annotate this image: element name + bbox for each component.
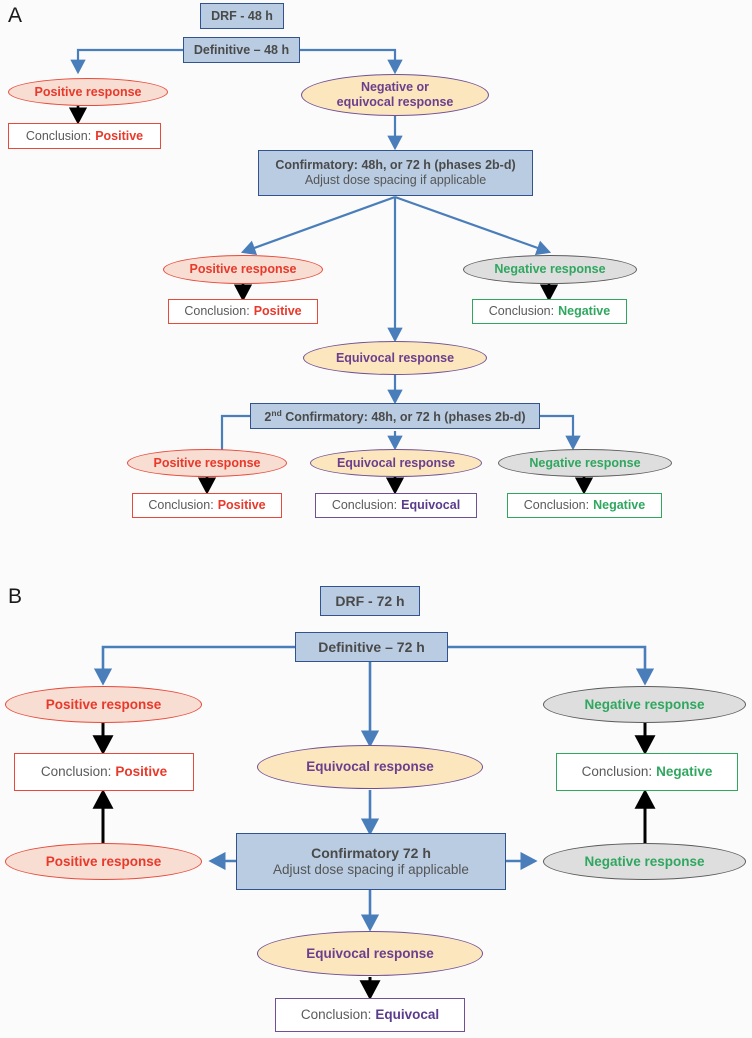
panel-a-positive-response-label-1: Positive response: [34, 84, 142, 99]
panel-b-conclusion-pos-value: Positive: [115, 764, 168, 780]
panel-b-conclusion-neg-value: Negative: [656, 764, 713, 780]
panel-a-conclusion-negative-box-2[interactable]: Conclusion: Negative: [472, 299, 627, 324]
panel-b-negative-response-oval-top[interactable]: Negative response: [543, 686, 746, 723]
panel-a-conclusion-negative-box-3[interactable]: Conclusion: Negative: [507, 493, 662, 518]
panel-a-conclusion-equivocal-box-3[interactable]: Conclusion: Equivocal: [315, 493, 477, 518]
panel-a-positive-response-oval-3[interactable]: Positive response: [127, 449, 287, 477]
panel-letter-b: B: [8, 585, 23, 608]
panel-a-negative-response-label-2: Negative response: [494, 262, 606, 277]
panel-a-second-confirmatory-rest: Confirmatory: 48h, or 72 h (phases 2b-d): [281, 409, 526, 424]
panel-a-conclusion-neg-value-2: Negative: [558, 304, 611, 319]
panel-b-conclusion-equi-prefix: Conclusion:: [300, 1007, 372, 1023]
panel-b-equivocal-response-oval-top[interactable]: Equivocal response: [257, 745, 483, 789]
panel-a-conclusion-neg-prefix-3: Conclusion:: [523, 498, 590, 513]
panel-b-negative-response-label-top: Negative response: [584, 696, 705, 712]
panel-b-conclusion-equi-value: Equivocal: [375, 1007, 440, 1023]
panel-a-confirmatory-title: Confirmatory: 48h, or 72 h (phases 2b-d): [275, 158, 516, 173]
panel-a-negative-or-equivocal-line1: Negative or: [360, 80, 430, 95]
panel-a-conclusion-positive-box-2[interactable]: Conclusion: Positive: [168, 299, 318, 324]
panel-b-positive-response-oval-bottom[interactable]: Positive response: [5, 843, 202, 880]
panel-a-negative-response-oval-3[interactable]: Negative response: [498, 449, 672, 477]
panel-a-second-confirmatory-label: 2nd Confirmatory: 48h, or 72 h (phases 2…: [264, 408, 525, 425]
panel-a-negative-or-equivocal-line2: equivocal response: [336, 95, 454, 109]
panel-b-confirmatory-title: Confirmatory 72 h: [311, 845, 431, 862]
panel-b-drf-box[interactable]: DRF - 72 h: [320, 586, 420, 616]
panel-a-negative-response-label-3: Negative response: [529, 455, 641, 470]
panel-b-drf-label: DRF - 72 h: [335, 592, 405, 609]
panel-a-equivocal-response-oval-mid[interactable]: Equivocal response: [303, 341, 487, 375]
panel-a-conclusion-positive-box-3[interactable]: Conclusion: Positive: [132, 493, 282, 518]
panel-b-conclusion-pos-prefix: Conclusion:: [40, 764, 112, 780]
panel-a-conclusion-value-3: Positive: [217, 498, 266, 513]
panel-b-definitive-label: Definitive – 72 h: [318, 638, 425, 655]
panel-a-conclusion-neg-prefix-2: Conclusion:: [488, 304, 555, 319]
panel-a-positive-response-label-3: Positive response: [153, 455, 261, 470]
panel-a-negative-or-equivocal-oval[interactable]: Negative or equivocal response: [301, 74, 489, 116]
panel-a-second-confirmatory-sup: nd: [271, 407, 282, 418]
panel-b-confirmatory-subtitle: Adjust dose spacing if applicable: [273, 861, 469, 877]
panel-a-confirmatory-subtitle: Adjust dose spacing if applicable: [304, 173, 487, 187]
panel-a-definitive-box[interactable]: Definitive – 48 h: [183, 37, 300, 63]
panel-a-conclusion-equi-prefix-3: Conclusion:: [331, 498, 398, 513]
panel-b-definitive-box[interactable]: Definitive – 72 h: [295, 632, 448, 662]
panel-a-blue-connectors: [70, 48, 581, 469]
panel-b-positive-response-oval-top[interactable]: Positive response: [5, 686, 202, 723]
panel-a-conclusion-value-1: Positive: [95, 128, 144, 143]
panel-b-conclusion-equivocal-box[interactable]: Conclusion: Equivocal: [275, 998, 465, 1032]
panel-letter-a: A: [8, 4, 23, 27]
panel-b-conclusion-negative-box[interactable]: Conclusion: Negative: [556, 753, 738, 791]
panel-a-conclusion-equi-value-3: Equivocal: [401, 498, 461, 513]
panel-a-positive-response-oval-1[interactable]: Positive response: [8, 78, 168, 106]
panel-a-conclusion-prefix-2: Conclusion:: [184, 304, 250, 319]
panel-b-positive-response-label-top: Positive response: [45, 696, 162, 712]
panel-a-conclusion-prefix-3: Conclusion:: [148, 498, 214, 513]
panel-a-second-confirmatory-prefix: 2: [264, 409, 272, 424]
panel-b-conclusion-neg-prefix: Conclusion:: [581, 764, 653, 780]
panel-a-positive-response-oval-2[interactable]: Positive response: [163, 255, 323, 284]
panel-a-conclusion-prefix-1: Conclusion:: [25, 128, 92, 143]
panel-a-definitive-label: Definitive – 48 h: [193, 42, 290, 57]
panel-a-drf-box[interactable]: DRF - 48 h: [200, 3, 284, 29]
panel-a-drf-label: DRF - 48 h: [211, 8, 273, 23]
panel-a-conclusion-positive-box-1[interactable]: Conclusion: Positive: [8, 123, 161, 149]
panel-b-equivocal-response-label-bottom: Equivocal response: [306, 945, 434, 961]
panel-b-confirmatory-box[interactable]: Confirmatory 72 h Adjust dose spacing if…: [236, 833, 506, 890]
panel-a-equivocal-response-label-3: Equivocal response: [336, 455, 456, 470]
panel-a-negative-response-oval-2[interactable]: Negative response: [463, 255, 637, 284]
panel-a-equivocal-response-oval-3[interactable]: Equivocal response: [310, 449, 482, 477]
panel-a-conclusion-neg-value-3: Negative: [593, 498, 646, 513]
panel-a-positive-response-label-2: Positive response: [189, 262, 297, 277]
panel-b-equivocal-response-oval-bottom[interactable]: Equivocal response: [257, 931, 483, 976]
panel-b-negative-response-label-bottom: Negative response: [584, 853, 705, 869]
panel-b-positive-response-label-bottom: Positive response: [45, 853, 162, 869]
panel-a-conclusion-value-2: Positive: [253, 304, 302, 319]
panel-a-equivocal-response-label-mid: Equivocal response: [335, 350, 455, 365]
panel-a-second-confirmatory-box[interactable]: 2nd Confirmatory: 48h, or 72 h (phases 2…: [250, 403, 540, 429]
panel-a-confirmatory-box[interactable]: Confirmatory: 48h, or 72 h (phases 2b-d)…: [258, 150, 533, 196]
panel-b-negative-response-oval-bottom[interactable]: Negative response: [543, 843, 746, 880]
panel-b-equivocal-response-label-top: Equivocal response: [306, 759, 434, 775]
panel-b-conclusion-positive-box[interactable]: Conclusion: Positive: [14, 753, 194, 791]
